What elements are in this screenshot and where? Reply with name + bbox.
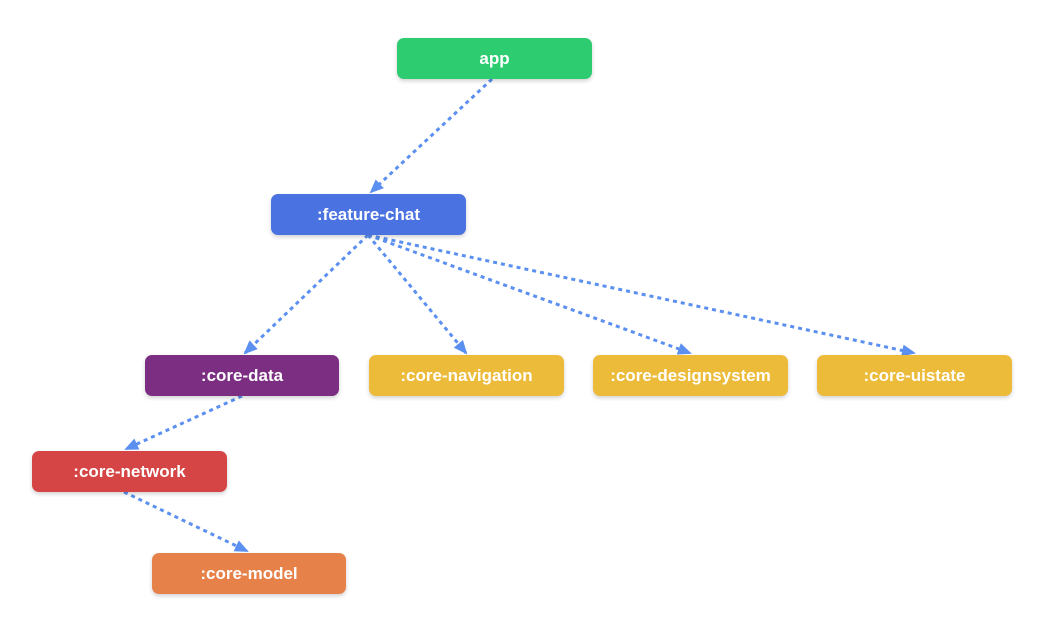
node-core-designsystem[interactable]: :core-designsystem <box>593 355 788 396</box>
node-core-uistate[interactable]: :core-uistate <box>817 355 1012 396</box>
node-core-data[interactable]: :core-data <box>145 355 339 396</box>
edge-feature-chat-to-core-uistate <box>367 233 916 357</box>
node-core-model[interactable]: :core-model <box>152 553 346 594</box>
edge-core-network-to-core-model <box>123 490 249 553</box>
edge-feature-chat-to-core-designsystem <box>367 233 692 355</box>
node-feature-chat[interactable]: :feature-chat <box>271 194 466 235</box>
edge-app-to-feature-chat <box>369 77 494 194</box>
edge-feature-chat-to-core-data <box>243 233 370 355</box>
node-app[interactable]: app <box>397 38 592 79</box>
node-core-navigation[interactable]: :core-navigation <box>369 355 564 396</box>
edge-feature-chat-to-core-navigation <box>366 234 468 355</box>
node-core-network[interactable]: :core-network <box>32 451 227 492</box>
edge-core-data-to-core-network <box>124 394 243 451</box>
